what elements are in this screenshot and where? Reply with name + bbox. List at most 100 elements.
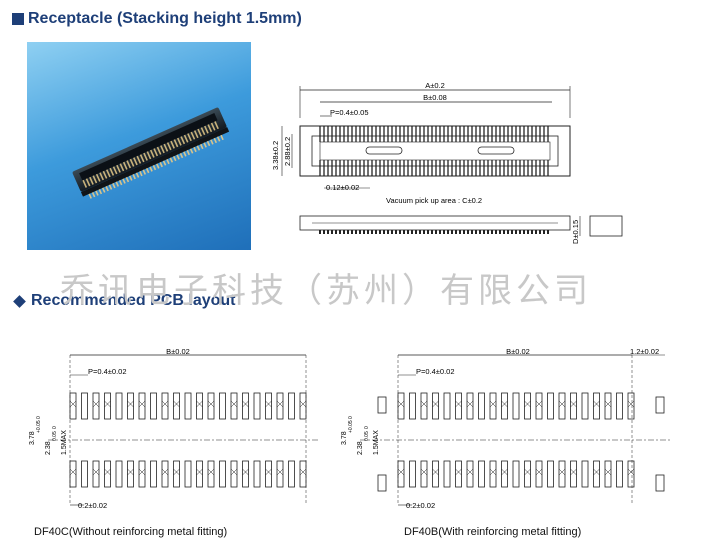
- pcb-pad: [184, 460, 192, 488]
- pcb-pad: [420, 392, 428, 420]
- pad-hatch: [276, 400, 284, 408]
- pcb-pad: [288, 460, 295, 488]
- photo-pin: [135, 172, 140, 178]
- pcb-pad: [570, 392, 577, 420]
- side-pin: [519, 230, 521, 234]
- right-caption: DF40B(With reinforcing metal fitting): [404, 526, 582, 538]
- receptacle-drawing: A±0.2 B±0.08 P=0.4±0.05 3.38±0.2 2.88±0.…: [271, 81, 623, 244]
- pad-hatch: [265, 400, 272, 408]
- pcb-pad: [501, 392, 508, 420]
- pad-hatch: [466, 400, 474, 408]
- pad-hatch: [593, 400, 600, 408]
- side-pin: [387, 230, 389, 234]
- photo-pin: [149, 166, 153, 172]
- photo-pin: [152, 164, 157, 171]
- photo-pin: [139, 171, 143, 177]
- photo-pin: [106, 169, 111, 178]
- photo-pin: [125, 177, 130, 183]
- pcb-pad: [627, 460, 635, 488]
- pcb-pad: [466, 392, 474, 420]
- pcb-pad: [409, 392, 416, 420]
- pcb-pad: [432, 460, 439, 488]
- pad-hatch: [420, 468, 428, 476]
- photo-pin: [99, 172, 104, 181]
- pcb-pad: [81, 460, 88, 488]
- right-max-label: 1.5MAX: [373, 430, 380, 455]
- right-dim-b: B±0.02: [506, 347, 530, 356]
- side-pin: [483, 230, 485, 234]
- pcb-pad: [127, 460, 134, 488]
- left-max-label: 1.5MAX: [61, 430, 68, 455]
- left-caption: DF40C(Without reinforcing metal fitting): [34, 526, 228, 538]
- connector-image: [72, 107, 230, 199]
- square-bullet-icon: [12, 13, 24, 25]
- photo-pin: [101, 187, 106, 193]
- pad-hatch: [242, 400, 249, 408]
- pcb-pad: [299, 392, 307, 420]
- dim-b-label: B±0.08: [423, 93, 447, 102]
- pcb-pad: [196, 392, 203, 420]
- side-pin: [539, 230, 541, 234]
- photo-pin: [200, 127, 206, 136]
- pad-hatch: [69, 400, 77, 408]
- side-pin: [355, 230, 357, 234]
- pad-hatch: [570, 468, 577, 476]
- side-pin: [411, 230, 413, 234]
- photo-pin: [210, 122, 216, 131]
- photo-pin: [82, 179, 88, 188]
- pcb-pad: [115, 392, 123, 420]
- pcb-pad: [173, 460, 180, 488]
- pad-hatch: [397, 468, 405, 476]
- pcb-pad: [219, 392, 226, 420]
- side-pin: [403, 230, 405, 234]
- side-pin: [407, 230, 409, 234]
- pcb-pad: [242, 460, 249, 488]
- pcb-pad: [593, 460, 600, 488]
- photo-pin: [190, 131, 196, 140]
- photo-pin: [177, 137, 182, 146]
- side-pin: [511, 230, 513, 234]
- pad-hatch: [524, 400, 531, 408]
- pad-hatch: [604, 468, 612, 476]
- pad-hatch: [604, 400, 612, 408]
- pcb-pad: [409, 460, 416, 488]
- photo-pin: [197, 128, 203, 137]
- pad-hatch: [535, 468, 543, 476]
- pcb-pad: [138, 392, 146, 420]
- left-inner-zero: 0: [52, 426, 58, 429]
- side-pin: [455, 230, 457, 234]
- pcb-pad: [219, 460, 226, 488]
- side-pin: [435, 230, 437, 234]
- pad-hatch: [230, 468, 238, 476]
- pcb-pad: [593, 392, 600, 420]
- pad-hatch: [501, 400, 508, 408]
- side-pin: [475, 230, 477, 234]
- side-pin: [439, 230, 441, 234]
- photo-pin: [159, 161, 163, 168]
- photo-pin: [92, 175, 98, 184]
- photo-pin: [196, 145, 201, 151]
- pcb-pad: [207, 392, 215, 420]
- photo-pin: [143, 152, 148, 161]
- left-inner-tol: 0.05: [52, 431, 58, 441]
- pcb-pad: [443, 460, 451, 488]
- photo-pin: [156, 163, 160, 169]
- side-pin: [423, 230, 425, 234]
- pad-hatch: [276, 468, 284, 476]
- pad-hatch: [397, 400, 405, 408]
- side-pin: [443, 230, 445, 234]
- side-pin: [507, 230, 509, 234]
- pad-hatch: [92, 400, 100, 408]
- side-pin: [343, 230, 345, 234]
- pcb-pad: [397, 460, 405, 488]
- side-pin: [335, 230, 337, 234]
- receptacle-heading-text: Receptacle (Stacking height 1.5mm): [28, 10, 302, 27]
- side-pin: [495, 230, 497, 234]
- left-pad-width: 0.2±0.02: [78, 501, 107, 510]
- pcb-pad: [138, 460, 146, 488]
- photo-pin: [126, 160, 132, 169]
- pcb-pad: [253, 392, 261, 420]
- photo-pin: [132, 174, 136, 180]
- side-pin: [499, 230, 501, 234]
- left-tol-zero: 0: [36, 416, 42, 419]
